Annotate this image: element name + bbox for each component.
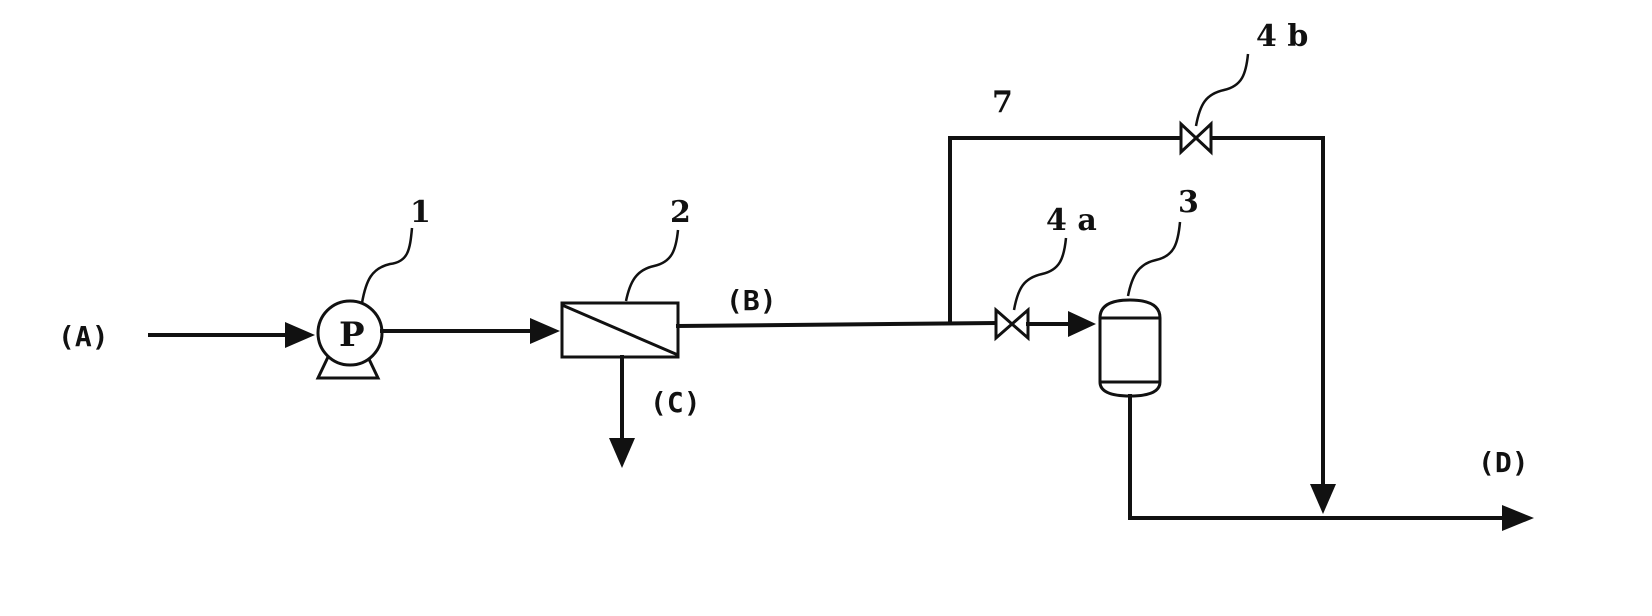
valve-4b-leader bbox=[1194, 53, 1250, 127]
valve-4a bbox=[994, 306, 1030, 342]
membrane-leader bbox=[624, 229, 680, 302]
permeate-line bbox=[675, 320, 998, 329]
valve-4b bbox=[1179, 120, 1213, 156]
stream-label-d: (D) bbox=[1478, 446, 1529, 479]
membrane-number: 2 bbox=[670, 195, 691, 230]
valve-4a-number: 4 a bbox=[1046, 203, 1097, 238]
membrane-diagonal bbox=[561, 303, 679, 357]
valve-4b-number: 4 b bbox=[1256, 19, 1308, 54]
valve-4a-leader bbox=[1012, 237, 1068, 311]
stream-label-b: (B) bbox=[726, 284, 777, 317]
stream-label-c: (C) bbox=[650, 386, 701, 419]
tank-leader bbox=[1126, 221, 1182, 297]
bypass-number: 7 bbox=[992, 85, 1013, 120]
bypass-line bbox=[948, 136, 1336, 514]
concentrate-line bbox=[609, 355, 635, 468]
tank-number: 3 bbox=[1178, 185, 1199, 220]
inlet-line bbox=[148, 322, 315, 348]
pump-outlet-line bbox=[380, 318, 560, 344]
outlet-line bbox=[1128, 394, 1534, 531]
pump-leader bbox=[360, 227, 414, 304]
membrane-module bbox=[560, 301, 680, 359]
pump: P bbox=[315, 299, 384, 380]
tank bbox=[1098, 298, 1162, 398]
pump-symbol: P bbox=[339, 315, 365, 355]
tank-inlet-line bbox=[1026, 311, 1096, 337]
stream-label-a: (A) bbox=[58, 320, 109, 353]
pump-number: 1 bbox=[410, 195, 431, 230]
